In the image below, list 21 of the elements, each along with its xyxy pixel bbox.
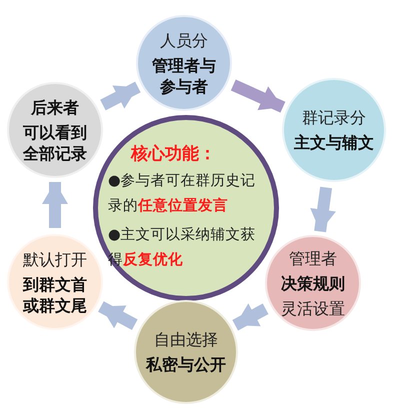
bold-text: 后来者 [30, 96, 80, 118]
arrow [310, 186, 336, 232]
label-text: 默认打开 [22, 248, 88, 270]
bold-text: 到群文首或群文尾 [22, 274, 88, 316]
bold-text: 私密与公开 [144, 354, 227, 375]
bold-text: 可以看到全部记录 [22, 122, 88, 164]
label-text: 群记录分 [301, 107, 367, 128]
bullet-text: ●参与者可在群历史记录的任意位置发言 [108, 172, 257, 216]
arrow [230, 80, 286, 113]
arrow [98, 301, 138, 330]
arrow [42, 182, 68, 228]
label-text: 灵活设置 [280, 298, 346, 318]
title-text: 核心功能： [130, 144, 217, 164]
label-text: 管理者 [288, 248, 338, 268]
bold-text: 决策规则 [280, 272, 346, 294]
bold-text: 主文与辅文 [293, 132, 375, 153]
arrow [232, 303, 268, 331]
bold-text: 管理者与参与者 [151, 54, 217, 96]
arrow [100, 82, 141, 110]
label-text: 自由选择 [153, 329, 219, 350]
label-text: 人员分 [159, 30, 209, 50]
